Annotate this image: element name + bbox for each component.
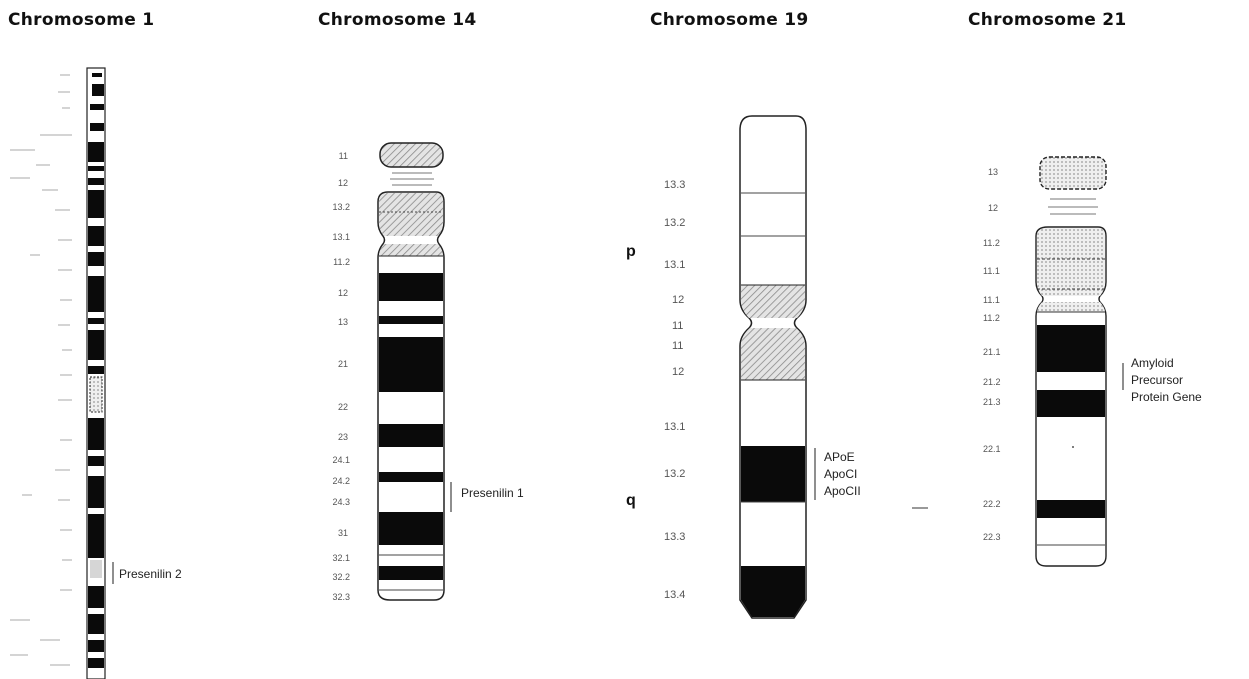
chr21-band-label: 11.2	[983, 238, 1000, 248]
chr21-band-label: 21.3	[983, 397, 1001, 407]
chr14-band-label: 12	[338, 178, 348, 188]
chr14-band-label: 32.2	[332, 572, 350, 582]
chromosome-21-gene-label: Precursor	[1131, 373, 1183, 387]
chr21-band-label: 22.1	[983, 444, 1001, 454]
chr14-band-label: 24.2	[332, 476, 350, 486]
chromosome-14-band-labels: 11 12 13.2 13.1 11.2 12 13 21 22 23 24.1…	[332, 151, 350, 602]
chr14-band-label: 23	[338, 432, 348, 442]
chr21-band-label: 22.3	[983, 532, 1001, 542]
chromosome-19-gene-label: ApoCII	[824, 484, 861, 498]
chr19-band-label: 13.1	[664, 421, 685, 433]
chromosome-21-band-labels: 13 12 11.2 11.1 11.1 11.2 21.1 21.2 21.3…	[983, 167, 1001, 542]
chr21-band-label: 22.2	[983, 499, 1001, 509]
chr19-band-label: 13.2	[664, 468, 685, 480]
chr14-band-label: 12	[338, 288, 348, 298]
chr14-band-label: 24.3	[332, 497, 350, 507]
chromosome-19-ideogram: p q 13.3 13.2 13.1 12 11 11 12 13.1 13.2…	[626, 116, 861, 618]
chr14-band-label: 32.1	[332, 553, 350, 563]
chr21-band-label: 21.1	[983, 347, 1001, 357]
chr14-band-label: 32.3	[332, 592, 350, 602]
chr14-band-label: 24.1	[332, 455, 350, 465]
chr14-band-label: 21	[338, 359, 348, 369]
chr14-band-label: 13.2	[332, 202, 350, 212]
chr21-band-label: 11.1	[983, 266, 1000, 276]
chromosome-14-ideogram: 11 12 13.2 13.1 11.2 12 13 21 22 23 24.1…	[332, 143, 524, 602]
chr14-band-label: 13	[338, 317, 348, 327]
chr14-band-label: 11.2	[333, 257, 350, 267]
chr19-band-label: 11	[672, 320, 683, 332]
chr14-band-label: 13.1	[332, 232, 350, 242]
chr19-arm-label-p: p	[626, 243, 636, 260]
chr19-band-label: 13.3	[664, 179, 685, 191]
chr19-band-label: 13.1	[664, 259, 685, 271]
chromosome-21-gene-label: Protein Gene	[1131, 390, 1202, 404]
chromosome-19-band-labels: 13.3 13.2 13.1 12 11 11 12 13.1 13.2 13.…	[664, 179, 685, 601]
chromosome-21-gene-label: Amyloid	[1131, 356, 1174, 370]
chr19-arm-label-q: q	[626, 492, 636, 509]
chr19-band-label: 13.2	[664, 217, 685, 229]
chr19-band-label: 11	[672, 340, 683, 352]
chr19-band-label: 12	[672, 366, 684, 378]
chr19-band-label: 13.4	[664, 589, 685, 601]
chr21-band-label: 11.2	[983, 313, 1000, 323]
chromosome-1-gene-label: Presenilin 2	[119, 567, 182, 581]
chr14-band-label: 22	[338, 402, 348, 412]
chromosome-19-gene-label: APoE	[824, 450, 855, 464]
chr21-band-label: 13	[988, 167, 998, 177]
chromosome-1-ideogram: Presenilin 2	[10, 68, 182, 679]
chromosome-1-band-ticks	[10, 75, 72, 665]
chr21-band-label: 11.1	[983, 295, 1000, 305]
chromosome-14-gene-label: Presenilin 1	[461, 486, 524, 500]
chr19-band-label: 12	[672, 294, 684, 306]
chr14-band-label: 11	[339, 151, 348, 161]
chr21-band-label: 12	[988, 203, 998, 213]
chr14-band-label: 31	[338, 528, 348, 538]
chr21-band-label: 21.2	[983, 377, 1001, 387]
chromosome-19-gene-label: ApoCI	[824, 467, 857, 481]
chr19-band-label: 13.3	[664, 531, 685, 543]
chromosome-21-ideogram: 13 12 11.2 11.1 11.1 11.2 21.1 21.2 21.3…	[983, 157, 1202, 566]
